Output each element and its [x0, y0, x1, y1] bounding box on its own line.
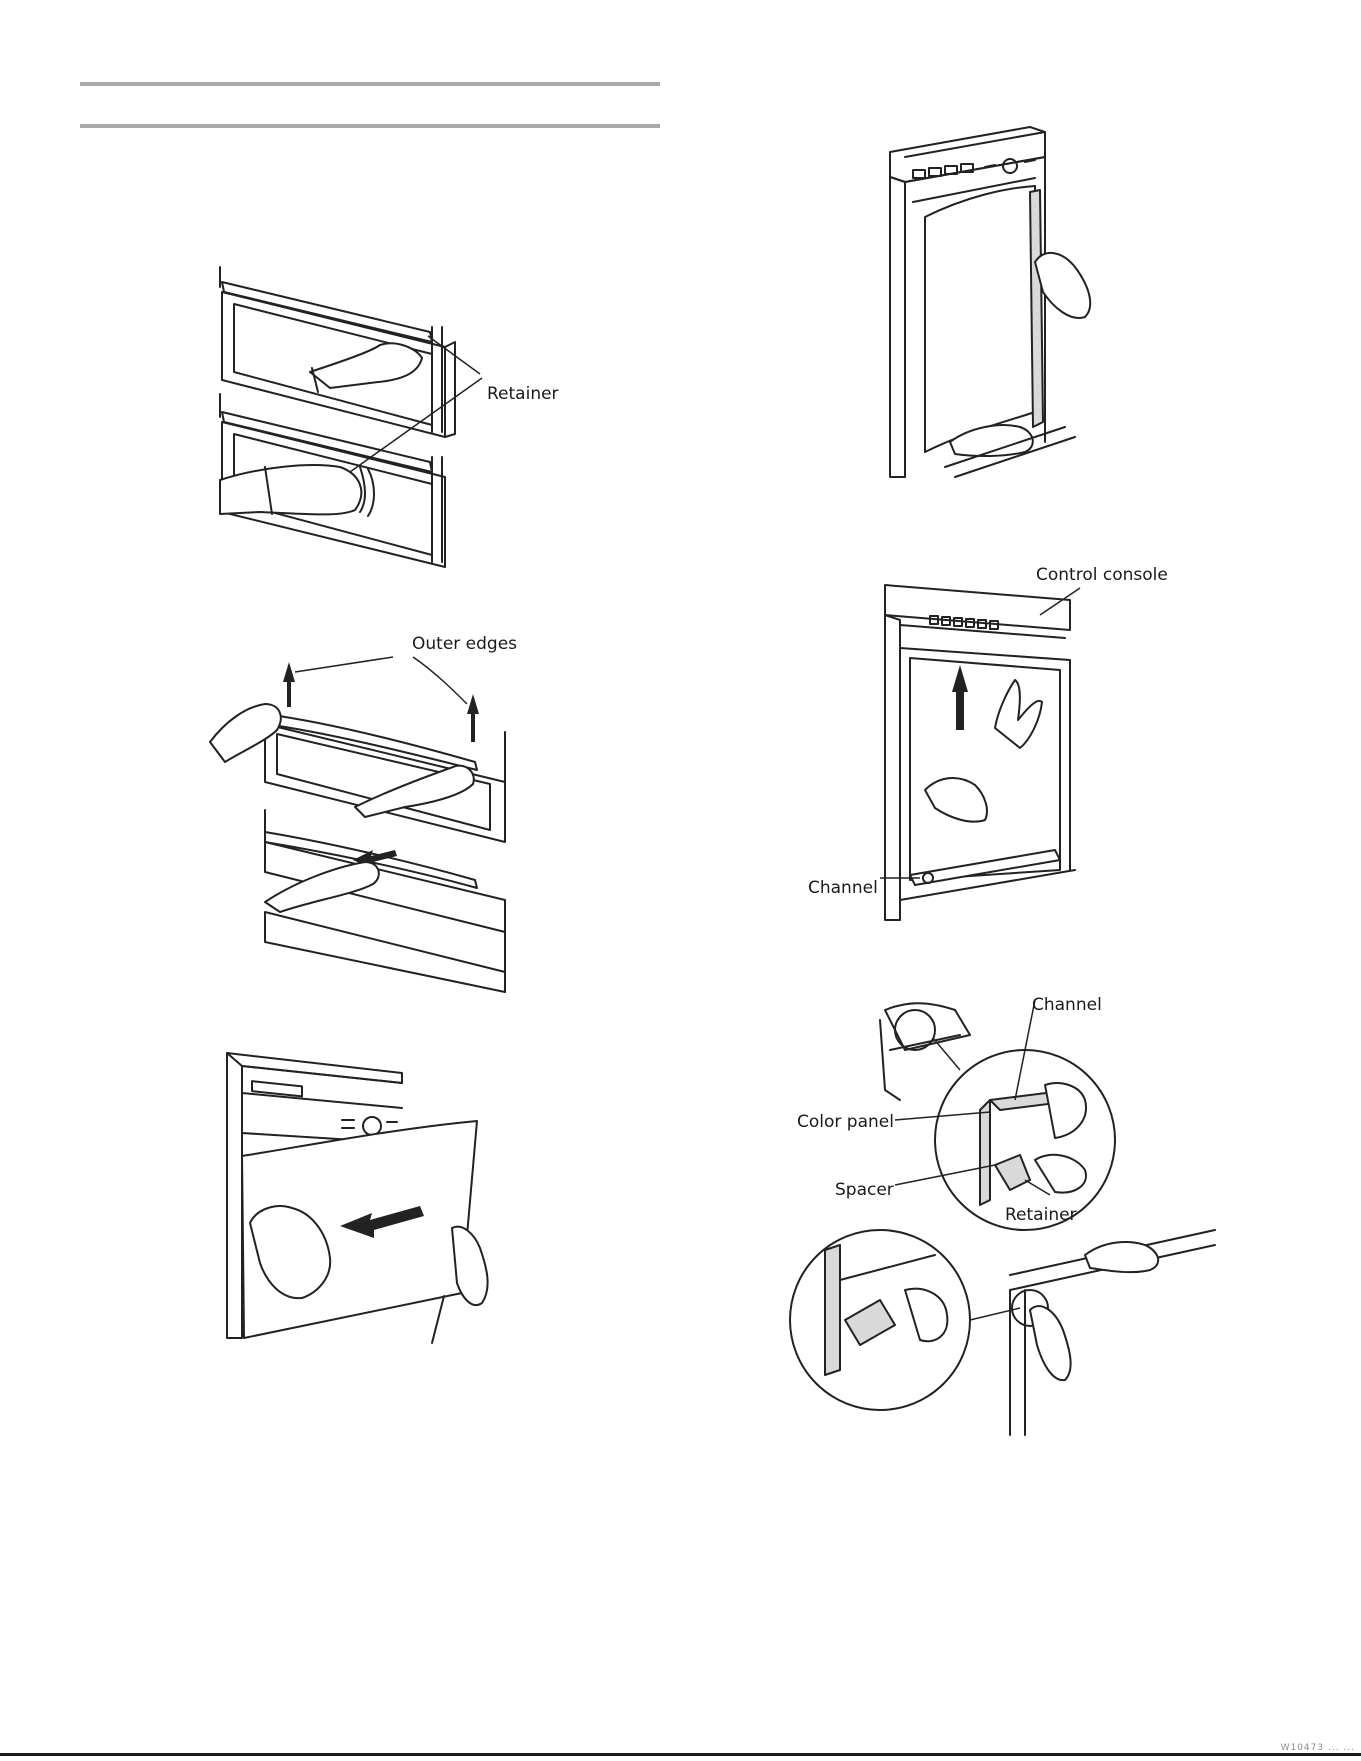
figure-panel-insertion [222, 1048, 522, 1348]
label-retainer: Retainer [487, 384, 559, 404]
section-rule-bottom [80, 124, 660, 128]
section-rule-top [80, 82, 660, 86]
outer-edges-illustration [205, 632, 525, 992]
footer-code: W10473 ... ... [1281, 1743, 1355, 1753]
panel-insertion-illustration [222, 1048, 522, 1348]
label-retainer-fig6: Retainer [1005, 1205, 1077, 1225]
figure-tall-panel [885, 122, 1135, 482]
figure-retainer-removal [200, 262, 580, 582]
drawer-retainer-illustration [200, 262, 580, 582]
label-channel-fig5: Channel [808, 878, 878, 898]
label-outer-edges: Outer edges [412, 634, 517, 654]
figure-control-console [880, 580, 1120, 925]
footer-rule [0, 1753, 1361, 1756]
control-console-illustration [880, 580, 1120, 925]
label-color-panel: Color panel [797, 1112, 894, 1132]
tall-panel-illustration [885, 122, 1135, 482]
label-channel-fig6: Channel [1032, 995, 1102, 1015]
label-control-console: Control console [1036, 565, 1168, 585]
label-spacer: Spacer [835, 1180, 894, 1200]
figure-outer-edges [205, 632, 525, 992]
